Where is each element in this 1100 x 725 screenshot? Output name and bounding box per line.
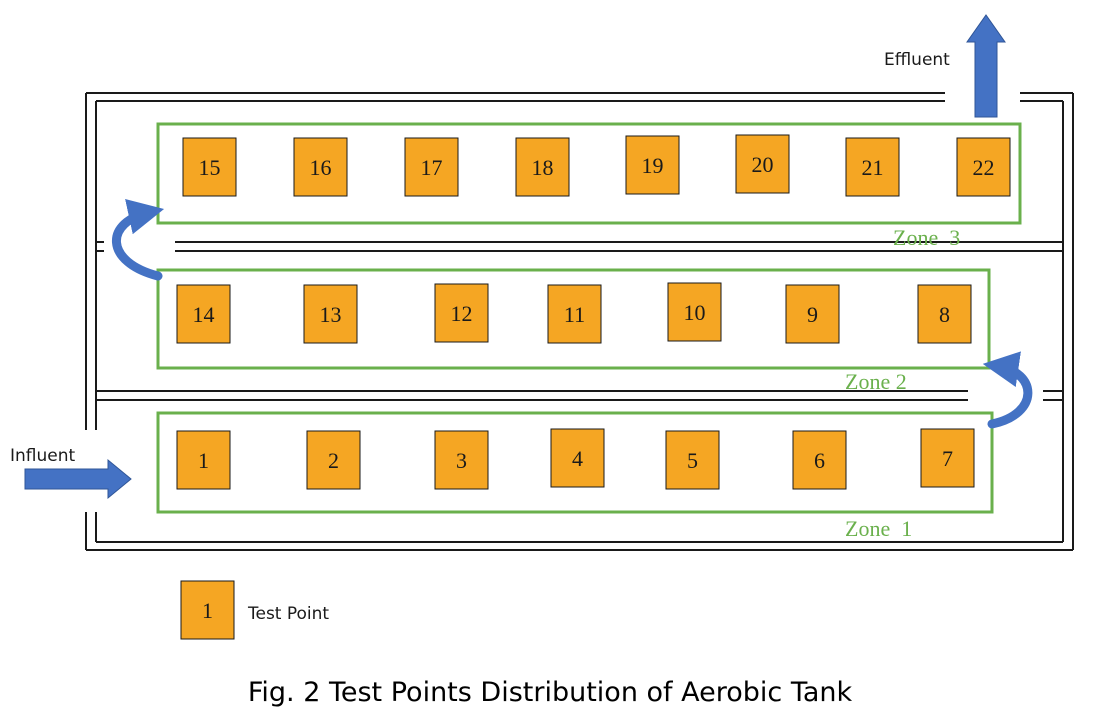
svg-text:14: 14 [193, 302, 215, 327]
svg-text:12: 12 [451, 301, 473, 326]
svg-text:17: 17 [421, 155, 443, 180]
svg-text:11: 11 [564, 302, 585, 327]
zone-3-test-points: 15 16 17 18 19 20 21 22 [182, 134, 1011, 197]
svg-text:8: 8 [939, 302, 950, 327]
test-point: 17 [404, 137, 459, 197]
svg-text:18: 18 [532, 155, 554, 180]
test-point: 8 [917, 284, 972, 344]
svg-text:22: 22 [973, 155, 995, 180]
test-point: 4 [550, 428, 605, 488]
svg-text:1: 1 [198, 448, 209, 473]
svg-text:19: 19 [642, 153, 664, 178]
curved-arrow-icon [982, 351, 1033, 429]
test-point: 5 [665, 430, 720, 490]
zone-boundaries [156, 122, 1022, 514]
svg-text:3: 3 [456, 448, 467, 473]
svg-text:13: 13 [320, 302, 342, 327]
svg-text:2: 2 [328, 448, 339, 473]
influent-label: Influent [10, 446, 76, 466]
effluent-arrow-icon [966, 14, 1006, 118]
svg-text:9: 9 [807, 302, 818, 327]
test-point: 14 [176, 284, 231, 344]
zone-2-label: Zone 2 [845, 369, 907, 394]
svg-text:6: 6 [814, 448, 825, 473]
legend-label: Test Point [247, 604, 329, 624]
figure-caption: Fig. 2 Test Points Distribution of Aerob… [248, 677, 853, 708]
legend-test-point: 1 [180, 580, 235, 640]
test-point: 20 [735, 134, 790, 194]
svg-text:15: 15 [199, 155, 221, 180]
test-point: 6 [792, 430, 847, 490]
svg-text:7: 7 [942, 446, 953, 471]
curved-arrow-icon [112, 199, 165, 281]
test-point: 13 [303, 284, 358, 344]
svg-text:20: 20 [752, 152, 774, 177]
legend: 1 Test Point [180, 580, 329, 640]
svg-text:1: 1 [202, 598, 213, 623]
test-point: 21 [845, 137, 900, 197]
effluent-label: Effluent [884, 50, 950, 70]
test-point: 11 [547, 284, 602, 344]
test-point: 16 [293, 137, 348, 197]
zone-1-test-points: 1 2 3 4 5 6 7 [176, 428, 975, 490]
test-point: 10 [667, 282, 722, 342]
zone-1-boundary [156, 411, 994, 514]
zone-2-boundary [156, 268, 991, 370]
zone-1-label: Zone 1 [845, 516, 912, 541]
test-point: 3 [434, 430, 489, 490]
svg-text:21: 21 [862, 155, 884, 180]
zone-2-test-points: 14 13 12 11 10 9 8 [176, 282, 972, 344]
svg-text:10: 10 [684, 300, 706, 325]
zone-3-boundary [156, 122, 1022, 225]
test-point: 18 [515, 137, 570, 197]
test-point: 12 [434, 283, 489, 343]
test-point: 1 [176, 430, 231, 490]
test-point: 9 [785, 284, 840, 344]
test-point: 7 [920, 428, 975, 488]
test-point: 15 [182, 137, 237, 197]
svg-text:5: 5 [687, 448, 698, 473]
test-point: 19 [625, 135, 680, 195]
test-point: 2 [306, 430, 361, 490]
svg-text:4: 4 [572, 446, 583, 471]
tank-walls [85, 92, 1074, 551]
influent-arrow-icon [24, 458, 132, 500]
test-point: 22 [956, 137, 1011, 197]
zone-3-label: Zone 3 [893, 225, 960, 250]
svg-text:16: 16 [310, 155, 332, 180]
